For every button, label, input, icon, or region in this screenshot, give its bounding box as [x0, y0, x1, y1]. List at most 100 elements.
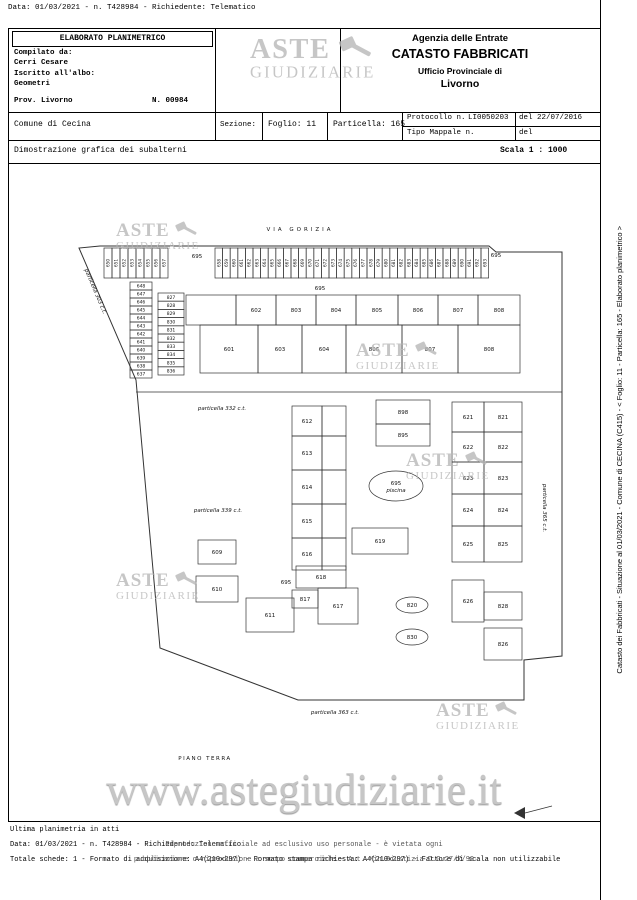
- column-cell-label: 836: [167, 369, 176, 375]
- scala-label: Scala 1 : 1000: [500, 146, 568, 155]
- north-arrow-icon: [524, 805, 553, 814]
- room-label: 817: [300, 597, 311, 603]
- strip-cell-label: 693: [482, 259, 487, 267]
- room-label: 626: [463, 599, 474, 605]
- room-label: 601: [224, 347, 235, 353]
- strip-cell-label: 673: [330, 259, 335, 267]
- strip-cell-label: 668: [292, 259, 297, 267]
- street-label: VIA GORIZIA: [266, 227, 333, 233]
- strip-cell-label: 670: [308, 259, 313, 267]
- column-cell-label: 828: [167, 303, 176, 309]
- room-label: 623: [463, 476, 474, 482]
- court-695-label: 695: [192, 254, 203, 260]
- protocollo-value: LI0050203: [468, 114, 509, 122]
- room-label: 624: [463, 508, 474, 514]
- ufficio-city: Livorno: [440, 78, 480, 90]
- strip-cell-label: 671: [315, 259, 320, 267]
- room-label: 604: [319, 347, 330, 353]
- particella-365-label: particella 365 c.t.: [541, 483, 547, 533]
- highlighted-subalterno: [395, 596, 429, 614]
- column-cell-label: 829: [167, 311, 176, 317]
- highlighted-subalterno-label: 830: [407, 635, 418, 641]
- strip-cell-label: 686: [429, 259, 434, 267]
- strip-cell-label: 679: [376, 259, 381, 267]
- column-cell-label: 637: [137, 372, 146, 378]
- floor-label: PIANO TERRA: [178, 756, 231, 762]
- room-label: 618: [316, 575, 327, 581]
- room: [197, 539, 237, 565]
- north-arrow-icon: [514, 807, 525, 819]
- column-cell-label: 644: [137, 316, 146, 322]
- room-label: 807: [425, 347, 436, 353]
- tipo-del-label: del: [519, 129, 533, 137]
- room-label: 808: [494, 308, 505, 314]
- room-label: 625: [463, 542, 474, 548]
- strip-cell-label: 687: [437, 259, 442, 267]
- pool-name-label: piscina: [385, 488, 406, 494]
- strip-cell-label: 685: [422, 259, 427, 267]
- strip-cell-label: 658: [216, 259, 221, 267]
- room-label: 619: [375, 539, 386, 545]
- room: [483, 525, 523, 563]
- column-cell-label: 832: [167, 336, 176, 342]
- strip-cell-label: 650: [106, 259, 111, 267]
- header-divider: [215, 28, 216, 140]
- court-695-label: 695: [281, 580, 292, 586]
- room-label: 614: [302, 485, 313, 491]
- strip-cell-label: 651: [114, 259, 119, 267]
- court-695-label: 695: [491, 253, 502, 259]
- room: [321, 537, 347, 571]
- particella-303-label: particella 303 c.t.: [82, 267, 107, 315]
- sezione-label: Sezione:: [220, 121, 257, 129]
- room-label: 803: [291, 308, 302, 314]
- elaborato-title: ELABORATO PLANIMETRICO: [12, 31, 213, 47]
- header-divider: [402, 126, 600, 127]
- footer-disclaimer-1: Riproduzione ufficiale ad esclusivo uso …: [165, 841, 443, 849]
- dimostrazione-label: Dimostrazione grafica dei subalterni: [14, 146, 187, 155]
- column-cell-label: 645: [137, 308, 146, 314]
- strip-cell-label: 682: [399, 259, 404, 267]
- strip-cell: [159, 247, 169, 279]
- room: [351, 527, 409, 555]
- strip-cell-label: 680: [384, 259, 389, 267]
- strip-cell-label: 656: [154, 259, 159, 267]
- room: [457, 324, 521, 374]
- room: [321, 405, 347, 437]
- vertical-sidebar: Catasto dei Fabbricati - Situazione al 0…: [600, 0, 637, 900]
- column-cell-label: 827: [167, 295, 176, 301]
- strip-cell-label: 663: [254, 259, 259, 267]
- particella-332-label: particella 332 c.t.: [197, 406, 247, 412]
- strip-cell-label: 674: [338, 259, 343, 267]
- room-label: 806: [369, 347, 380, 353]
- strip-cell-label: 660: [232, 259, 237, 267]
- ultima-planimetria-label: Ultima planimetria in atti: [10, 826, 120, 834]
- footer-totale-line: Totale schede: 1 - Formato di acquisizio…: [10, 856, 561, 864]
- column-cell-label: 642: [137, 332, 146, 338]
- strip-cell-label: 684: [414, 259, 419, 267]
- strip-cell-label: 690: [460, 259, 465, 267]
- strip-cell-label: 652: [122, 259, 127, 267]
- room-label: 826: [498, 642, 509, 648]
- column-cell-label: 831: [167, 328, 176, 334]
- pool-number-label: 695: [391, 481, 402, 487]
- strip-cell-label: 691: [467, 259, 472, 267]
- sidebar-vertical-text: Catasto dei Fabbricati - Situazione al 0…: [615, 226, 624, 674]
- albo-label: Iscritto all'albo:: [14, 70, 96, 78]
- strip-cell-label: 664: [262, 259, 267, 267]
- compilato-label: Compilato da:: [14, 49, 73, 57]
- room: [321, 469, 347, 505]
- room-label: 828: [498, 604, 509, 610]
- strip-cell-label: 675: [346, 259, 351, 267]
- prov-label: Prov. Livorno: [14, 97, 73, 105]
- room-label: 824: [498, 508, 509, 514]
- room: [483, 627, 523, 661]
- strip-cell-label: 662: [247, 259, 252, 267]
- header-divider: [8, 140, 600, 141]
- prov-number: N. 00984: [152, 97, 189, 105]
- room-label: 603: [275, 347, 286, 353]
- strip-cell-label: 678: [368, 259, 373, 267]
- room-label: 806: [413, 308, 424, 314]
- room: [245, 597, 295, 633]
- strip-cell-label: 681: [391, 259, 396, 267]
